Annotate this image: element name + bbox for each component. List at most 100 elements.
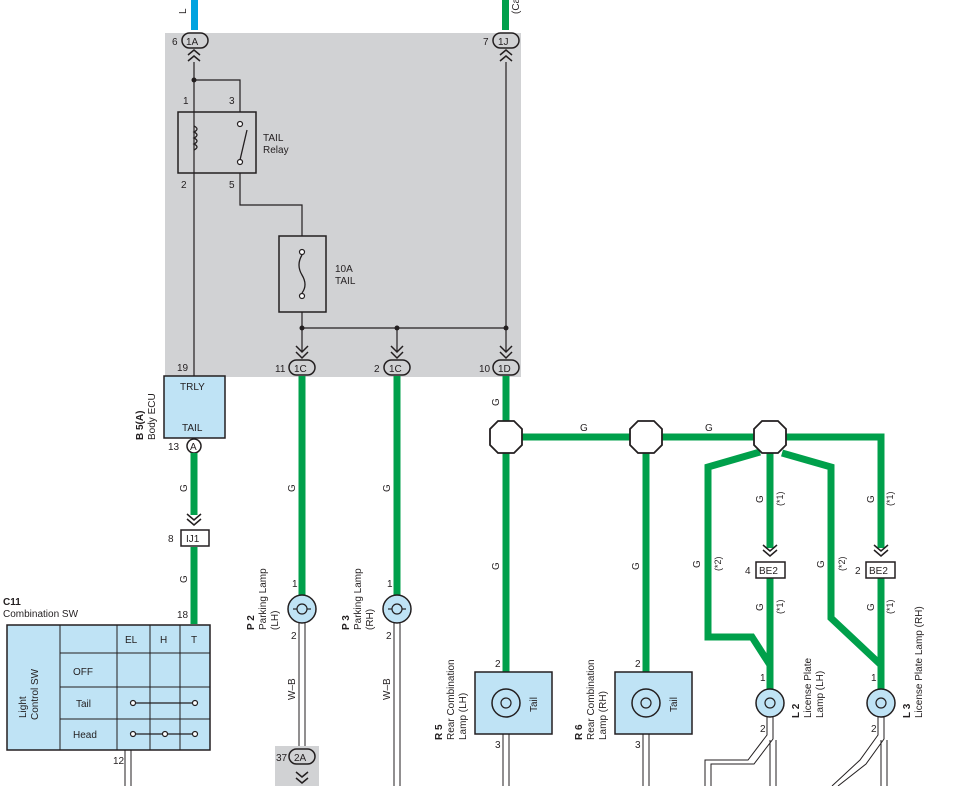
fuse-terminal-bottom xyxy=(298,292,306,300)
ecu-connector-A-label: A xyxy=(190,442,197,453)
green-wires xyxy=(190,376,885,690)
node-right xyxy=(503,325,509,331)
ecu-code: B 5(A) xyxy=(135,411,146,440)
top-right-wire-label: (Ca xyxy=(511,0,522,14)
connector-2A-label: 2A xyxy=(294,753,307,764)
switch-row-head: Head xyxy=(73,730,97,741)
rear-lh-tail-label: Tail xyxy=(529,697,540,712)
wire-label-1d-g: G xyxy=(491,398,502,406)
ij1-pin: 8 xyxy=(168,534,174,545)
be2-right-connector xyxy=(865,561,896,579)
node-fuse-out xyxy=(299,325,305,331)
fuse-terminal-top xyxy=(298,248,306,256)
switch-head-contacts xyxy=(129,730,199,738)
relay-switch-icon xyxy=(239,129,248,161)
relay-coil-icon xyxy=(192,125,198,151)
fuse-box xyxy=(278,235,327,313)
pin-1A: 6 xyxy=(172,37,178,48)
connector-1D xyxy=(492,345,520,376)
parking-rh-pin2: 2 xyxy=(386,631,392,642)
switch-name: Combination SW xyxy=(3,609,79,620)
ij1-arrow-2 xyxy=(186,513,202,521)
parking-rh-ground-wire xyxy=(393,623,401,786)
rear-lh-pin-bottom: 3 xyxy=(495,740,501,751)
plate-rh-code: L 3 xyxy=(902,703,913,718)
wire-label-r5-g: G xyxy=(491,562,502,570)
splice-3 xyxy=(753,420,787,454)
pin-1J: 7 xyxy=(483,37,489,48)
rear-lh-pin-top: 2 xyxy=(495,659,501,670)
connector-1D-label: 1D xyxy=(498,364,511,375)
be2-left-label: BE2 xyxy=(759,566,778,577)
plate-lh-ground-wire xyxy=(704,717,777,786)
switch-side-label-2: Control SW xyxy=(30,668,41,720)
plate-rh-pin2: 2 xyxy=(871,724,877,735)
plate-rh-name: License Plate Lamp (RH) xyxy=(914,606,925,718)
rear-rh-code: R 6 xyxy=(574,724,585,740)
green-wire-top-right xyxy=(502,0,509,30)
switch-row-tail: Tail xyxy=(76,699,91,710)
parking-rh-name: Parking Lamp xyxy=(353,568,364,630)
top-left-wire-label: L xyxy=(178,8,189,14)
license-lamp-rh-symbol xyxy=(866,688,896,718)
connector-1C-left xyxy=(288,345,316,376)
wire-label-p2-wb: W–B xyxy=(287,678,298,700)
rear-rh-pin-top: 2 xyxy=(635,659,641,670)
be2-right-arrow xyxy=(873,544,889,552)
plate-lh-side: Lamp (LH) xyxy=(815,671,826,718)
be2-left-arrow-2 xyxy=(762,549,778,557)
parking-lh-pin2: 2 xyxy=(291,631,297,642)
tail-relay-box xyxy=(177,111,257,174)
switch-grid xyxy=(59,625,210,750)
switch-row-off: OFF xyxy=(73,667,93,678)
connector-1A xyxy=(181,32,209,49)
relay-pin1: 1 xyxy=(183,96,189,107)
ecu-trly-label: TRLY xyxy=(180,382,205,393)
wire-label-loop-l-g: G xyxy=(692,560,703,568)
wire-label-be2l-g: G xyxy=(755,495,766,503)
license-lamp-lh-symbol xyxy=(755,688,785,718)
rear-rh-ground-wire xyxy=(642,734,650,786)
wire-note-loop-r: (*2) xyxy=(837,556,847,571)
relay-contact-top xyxy=(236,120,244,128)
ecu-name: Body ECU xyxy=(147,393,158,440)
connector-1C-mid-label: 1C xyxy=(389,364,402,375)
plate-rh-ground-wire xyxy=(831,717,888,786)
internal-wiring xyxy=(193,62,507,368)
rear-lh-side: Lamp (LH) xyxy=(458,693,469,740)
ij1-connector xyxy=(180,529,210,547)
junction-block xyxy=(165,33,521,377)
ecu-pin-top: 19 xyxy=(177,363,189,374)
plate-lh-pin1: 1 xyxy=(760,673,766,684)
switch-side-label-1: Light xyxy=(18,696,29,718)
parking-lh-side: (LH) xyxy=(270,611,281,630)
switch-col-t: T xyxy=(191,635,197,646)
relay-pin2: 2 xyxy=(181,180,187,191)
wire-label-be2r-g: G xyxy=(866,495,877,503)
arrow-1A xyxy=(187,49,201,56)
ij1-label: IJ1 xyxy=(186,534,200,545)
be2-right-arrow-2 xyxy=(873,549,889,557)
plate-lh-name: License Plate xyxy=(803,658,814,718)
parking-lh-code: P 2 xyxy=(246,615,257,630)
parking-rh-code: P 3 xyxy=(341,615,352,630)
rear-lh-name: Rear Combination xyxy=(446,659,457,740)
relay-pin3: 3 xyxy=(229,96,235,107)
be2-left-arrow xyxy=(762,544,778,552)
parking-rh-side: (RH) xyxy=(365,609,376,630)
plate-lh-pin2: 2 xyxy=(760,724,766,735)
parking-rh-pin1: 1 xyxy=(387,579,393,590)
wire-label-l3-g: G xyxy=(866,603,877,611)
wire-label-ecu-g: G xyxy=(179,484,190,492)
wire-label-ij1-g: G xyxy=(179,575,190,583)
connector-1J xyxy=(492,32,520,49)
pin-1C-left: 11 xyxy=(275,364,286,375)
connector-1C-mid xyxy=(383,345,411,376)
arrow-1J xyxy=(499,49,513,56)
wire-label-r6-g: G xyxy=(631,562,642,570)
relay-pin5: 5 xyxy=(229,180,235,191)
ecu-pin-bottom: 13 xyxy=(168,442,180,453)
fuse-name: TAIL xyxy=(335,276,356,287)
wire-note-be2r: (*1) xyxy=(885,491,895,506)
